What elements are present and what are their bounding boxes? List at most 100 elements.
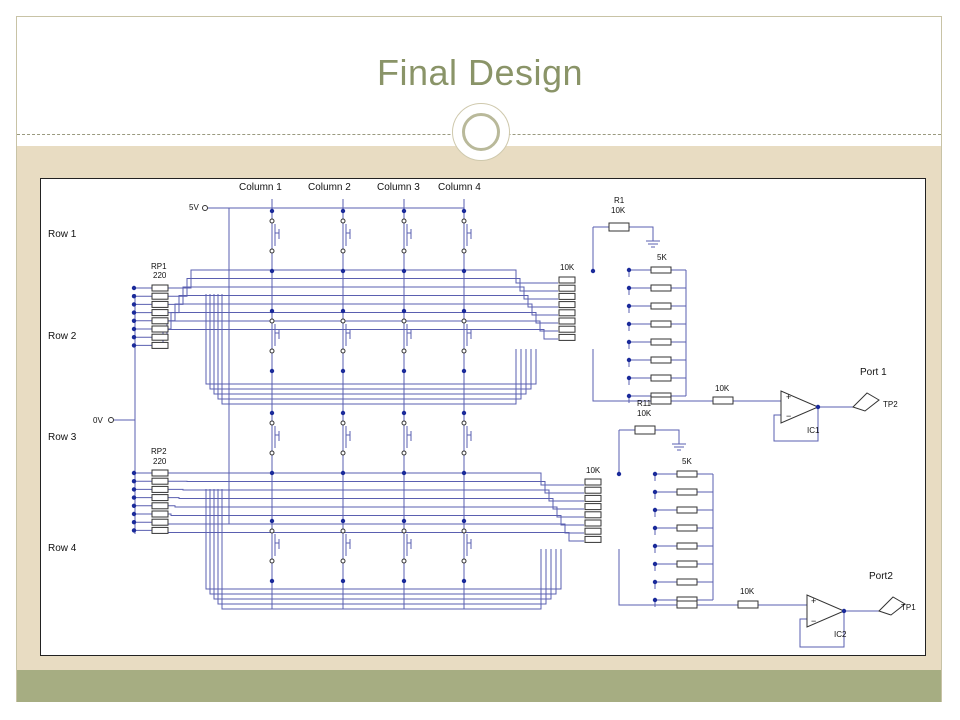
- out-top-resistor: [650, 374, 672, 382]
- out-bottom-node: [652, 489, 658, 495]
- column-junction: [461, 410, 467, 416]
- rp2-resistor: [151, 518, 169, 526]
- return-loop-top: [205, 294, 537, 385]
- out-bottom-node: [652, 597, 658, 603]
- switch-contact: [401, 558, 407, 564]
- rp2-node: [131, 470, 137, 476]
- column-junction: [461, 308, 467, 314]
- out-bottom-step: [654, 473, 677, 481]
- ladder-bottom-resistor: [584, 527, 602, 535]
- ladder-bottom-ground-value: 5K: [682, 457, 692, 466]
- switch-contact: [269, 420, 275, 426]
- ladder-bottom-resistor: [584, 478, 602, 486]
- column-junction: [340, 518, 346, 524]
- ic2-feedback: [799, 611, 845, 648]
- ladder-bottom-resistor: [584, 519, 602, 527]
- rp1-route: [168, 278, 558, 297]
- ladder-top-resistor: [558, 309, 576, 317]
- row-junction: [269, 268, 275, 274]
- ladder-top-resistor: [558, 333, 576, 341]
- column-junction: [340, 308, 346, 314]
- switch-contact: [461, 528, 467, 534]
- rp2-node: [131, 511, 137, 517]
- out-bottom-node: [652, 507, 658, 513]
- switch-contact: [340, 218, 346, 224]
- ic2-opamp: [806, 594, 846, 628]
- rp2-node: [131, 528, 137, 533]
- switch-contact: [461, 450, 467, 456]
- rp1-node: [131, 302, 137, 307]
- switch-contact: [461, 318, 467, 324]
- ladder-top-resistor: [558, 301, 576, 309]
- divider-ring-inner: [462, 113, 500, 151]
- rp1-value: 220: [153, 271, 167, 280]
- switch-contact: [269, 558, 275, 564]
- out-top-resistor: [650, 356, 672, 364]
- ground-terminal: [108, 417, 114, 423]
- return-loop-top: [217, 294, 522, 400]
- switch-contact: [401, 420, 407, 426]
- column-junction: [269, 518, 275, 524]
- rp1-resistor: [151, 341, 169, 349]
- ic2-pre-resistor: [676, 600, 698, 609]
- switch-contact: [269, 218, 275, 224]
- ladder-top-resistor: [558, 317, 576, 325]
- out-top-step: [628, 341, 651, 349]
- rp1-node: [131, 285, 137, 291]
- out-top-step: [628, 269, 651, 277]
- out-top-node: [626, 375, 632, 381]
- rp1-resistor: [151, 325, 169, 333]
- switch-contact: [461, 218, 467, 224]
- row-3-label: Row 3: [48, 432, 77, 443]
- out-bottom-resistor: [676, 578, 698, 586]
- row-junction: [401, 470, 407, 476]
- ic1-plus-sign: +: [786, 392, 791, 402]
- column-junction: [461, 208, 467, 214]
- ladder-bottom-resistor: [584, 486, 602, 494]
- schematic-nodes: [131, 208, 847, 614]
- row-1-label: Row 1: [48, 229, 77, 240]
- r11-ground-lead: [655, 429, 680, 444]
- switch-contact: [269, 450, 275, 456]
- rp2-resistor: [151, 485, 169, 493]
- ladder-top-resistor: [558, 276, 576, 284]
- out-top-resistor: [650, 302, 672, 310]
- ic1-feedback: [773, 407, 819, 442]
- r11-resistor: [634, 425, 656, 435]
- row-junction: [401, 578, 407, 584]
- column-junction: [401, 410, 407, 416]
- ic2-minus-sign: −: [811, 616, 816, 626]
- switch-contact: [340, 348, 346, 354]
- row-junction: [461, 578, 467, 584]
- row-junction: [461, 470, 467, 476]
- tp2-probe: [852, 392, 880, 412]
- port-1-label: Port 1: [860, 367, 887, 378]
- rp2-route: [168, 480, 584, 494]
- rp2-route: [162, 529, 584, 542]
- switch-contact: [401, 528, 407, 534]
- out-bottom-node: [652, 579, 658, 585]
- out-bottom-resistor: [676, 488, 698, 496]
- return-loop-top: [213, 294, 527, 395]
- rp1-resistor: [151, 300, 169, 308]
- switch-contact: [269, 318, 275, 324]
- return-loop-bottom: [209, 489, 557, 595]
- rp1-resistor: [151, 317, 169, 325]
- out-top-node: [626, 303, 632, 309]
- rp2-node: [131, 487, 137, 492]
- rp2-route: [168, 497, 584, 510]
- switch-contact: [269, 528, 275, 534]
- r11-node: [616, 471, 622, 477]
- ladder-bottom-resistor: [584, 511, 602, 519]
- switch-contact: [340, 318, 346, 324]
- column-junction: [269, 308, 275, 314]
- out-top-node: [626, 339, 632, 345]
- switch-contact: [461, 558, 467, 564]
- row-junction: [461, 268, 467, 274]
- ladder-top-value: 10K: [560, 263, 575, 272]
- rp2-route: [168, 472, 584, 486]
- ic2-input-route: [618, 549, 677, 606]
- divider-ring-ornament: [452, 103, 510, 161]
- rp2-route: [168, 513, 584, 526]
- out-bottom-step: [654, 599, 677, 607]
